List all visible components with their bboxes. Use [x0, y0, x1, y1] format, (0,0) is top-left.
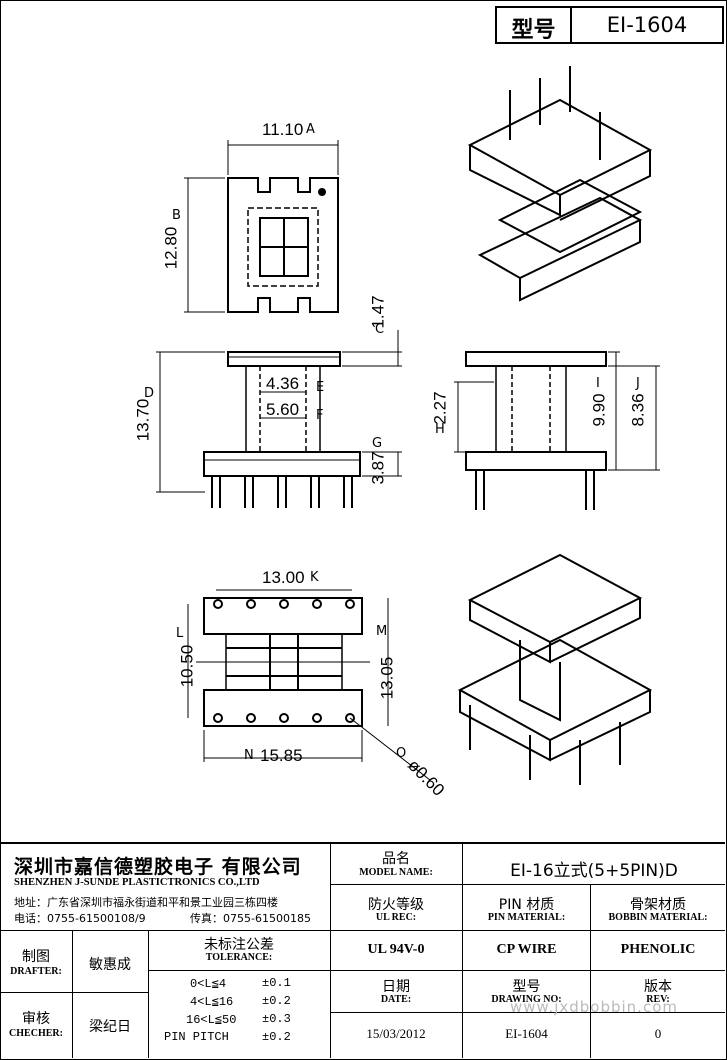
dim-h-value: 2.27: [430, 391, 450, 425]
rev-label-cn: 版本: [644, 979, 672, 995]
company-name-cn: 深圳市嘉信德塑胶电子 有限公司: [14, 856, 302, 878]
date-label-en: DATE:: [380, 994, 412, 1005]
grid-v3: [462, 930, 463, 1058]
tolerance-range-4: PIN PITCH: [164, 1030, 229, 1044]
drawing-no-value: EI-1604: [505, 1026, 548, 1041]
model-name-label-en: MODEL NAME:: [359, 867, 433, 878]
dim-d-value: 13.70: [133, 398, 153, 442]
technical-drawing: [156, 66, 660, 785]
ul-rec-value: UL 94V-0: [367, 942, 425, 957]
drafter-label-cn: 制图: [22, 949, 50, 965]
grid-h5: [330, 1012, 725, 1013]
grid-v5: [72, 930, 73, 1058]
dim-l-marker: L: [176, 626, 184, 641]
drafter-label-en: DRAFTER:: [10, 966, 62, 977]
dim-n-marker: N: [244, 748, 254, 763]
header-model-value: EI-1604: [606, 13, 688, 37]
dim-h-marker: H: [435, 422, 445, 437]
tolerance-label-cn: 未标注公差: [204, 937, 274, 953]
tolerance-range-3: 16<L≦50: [186, 1013, 237, 1027]
dim-m-value: 13.05: [377, 656, 397, 700]
tolerance-value-3: ±0.3: [262, 1012, 291, 1026]
company-fax: 传真：0755-61500185: [190, 912, 311, 925]
grid-v4: [590, 884, 591, 1058]
tolerance-divider: [148, 970, 330, 971]
date-value: 15/03/2012: [366, 1026, 426, 1041]
rev-value: 0: [654, 1026, 662, 1041]
model-name-value: EI-16立式(5+5PIN)D: [510, 861, 678, 881]
dim-j-value: 8.36: [628, 393, 648, 427]
header-model-label: 型号: [511, 18, 556, 43]
rev-label-en: REV:: [646, 994, 670, 1005]
dim-c-marker: C: [375, 322, 385, 337]
dim-e-marker: E: [316, 380, 325, 395]
top-view-outline: [227, 177, 339, 313]
dim-l-value: 10.50: [177, 644, 197, 688]
drawing-no-label-en: DRAWING NO:: [491, 994, 562, 1005]
dim-m-marker: M: [376, 624, 388, 639]
dim-j-marker: J: [636, 376, 640, 391]
tolerance-range-2: 4<L≦16: [190, 995, 234, 1009]
tolerance-label-en: TOLERANCE:: [205, 952, 273, 963]
dim-d-marker: D: [144, 386, 155, 401]
checker-label-en: CHECHER:: [9, 1028, 63, 1039]
ul-rec-label-cn: 防火等级: [368, 897, 424, 913]
bobbin-material-label-cn: 骨架材质: [630, 897, 686, 913]
grid-v2: [462, 842, 463, 930]
dim-e-value: 4.36: [266, 374, 300, 393]
company-phone: 电话：0755-61500108/9: [14, 912, 146, 925]
pin-material-value: CP WIRE: [496, 942, 557, 957]
tolerance-value-1: ±0.1: [262, 976, 291, 990]
grid-h2: [0, 930, 725, 931]
dim-a-marker: A: [306, 122, 315, 137]
pin-material-label-cn: PIN 材质: [498, 897, 555, 913]
dim-k-value: 13.00: [262, 568, 305, 587]
dim-a-value: 11.10: [262, 120, 304, 139]
grid-h1: [330, 884, 725, 885]
dim-b-marker: B: [172, 208, 181, 223]
drafter-value: 敏惠成: [89, 957, 131, 973]
dim-f-marker: F: [316, 408, 324, 423]
dim-k-marker: K: [310, 570, 319, 585]
tolerance-value-4: ±0.2: [262, 1030, 291, 1044]
dim-b-value: 12.80: [161, 226, 181, 270]
checker-label-cn: 审核: [22, 1011, 50, 1027]
header-divider: [570, 6, 572, 44]
dim-g-value: 3.87: [368, 451, 388, 485]
tolerance-value-2: ±0.2: [262, 994, 291, 1008]
dim-i-marker: I: [596, 376, 600, 391]
title-block: [0, 842, 725, 1058]
dim-i-value: 9.90: [589, 393, 609, 427]
grid-h4: [0, 992, 148, 993]
pin-material-label-en: PIN MATERIAL:: [487, 912, 566, 923]
company-address: 地址：广东省深圳市福永街道和平和景工业园三栋四楼: [14, 896, 278, 909]
dim-f-value: 5.60: [266, 400, 300, 419]
grid-v6: [148, 930, 149, 1058]
drawing-no-label-cn: 型号: [512, 979, 541, 995]
tolerance-range-1: 0<L≦4: [190, 977, 227, 991]
bobbin-material-label-en: BOBBIN MATERIAL:: [608, 912, 708, 923]
checker-value: 梁纪日: [89, 1019, 131, 1035]
company-name-en: SHENZHEN J-SUNDE PLASTICTRONICS CO.,LTD: [14, 877, 260, 888]
dim-g-marker: G: [372, 436, 383, 451]
grid-h3: [330, 970, 725, 971]
date-label-cn: 日期: [382, 979, 410, 995]
header-model-box: [495, 6, 724, 44]
model-name-label-cn: 品名: [382, 851, 410, 867]
dim-o-marker: O: [396, 746, 407, 761]
grid-v1: [330, 842, 331, 1058]
ul-rec-label-en: UL REC:: [375, 912, 417, 923]
bobbin-material-value: PHENOLIC: [620, 942, 696, 957]
watermark: www.jxdbobbin.com: [510, 998, 678, 1016]
dim-n-value: 15.85: [260, 746, 303, 765]
